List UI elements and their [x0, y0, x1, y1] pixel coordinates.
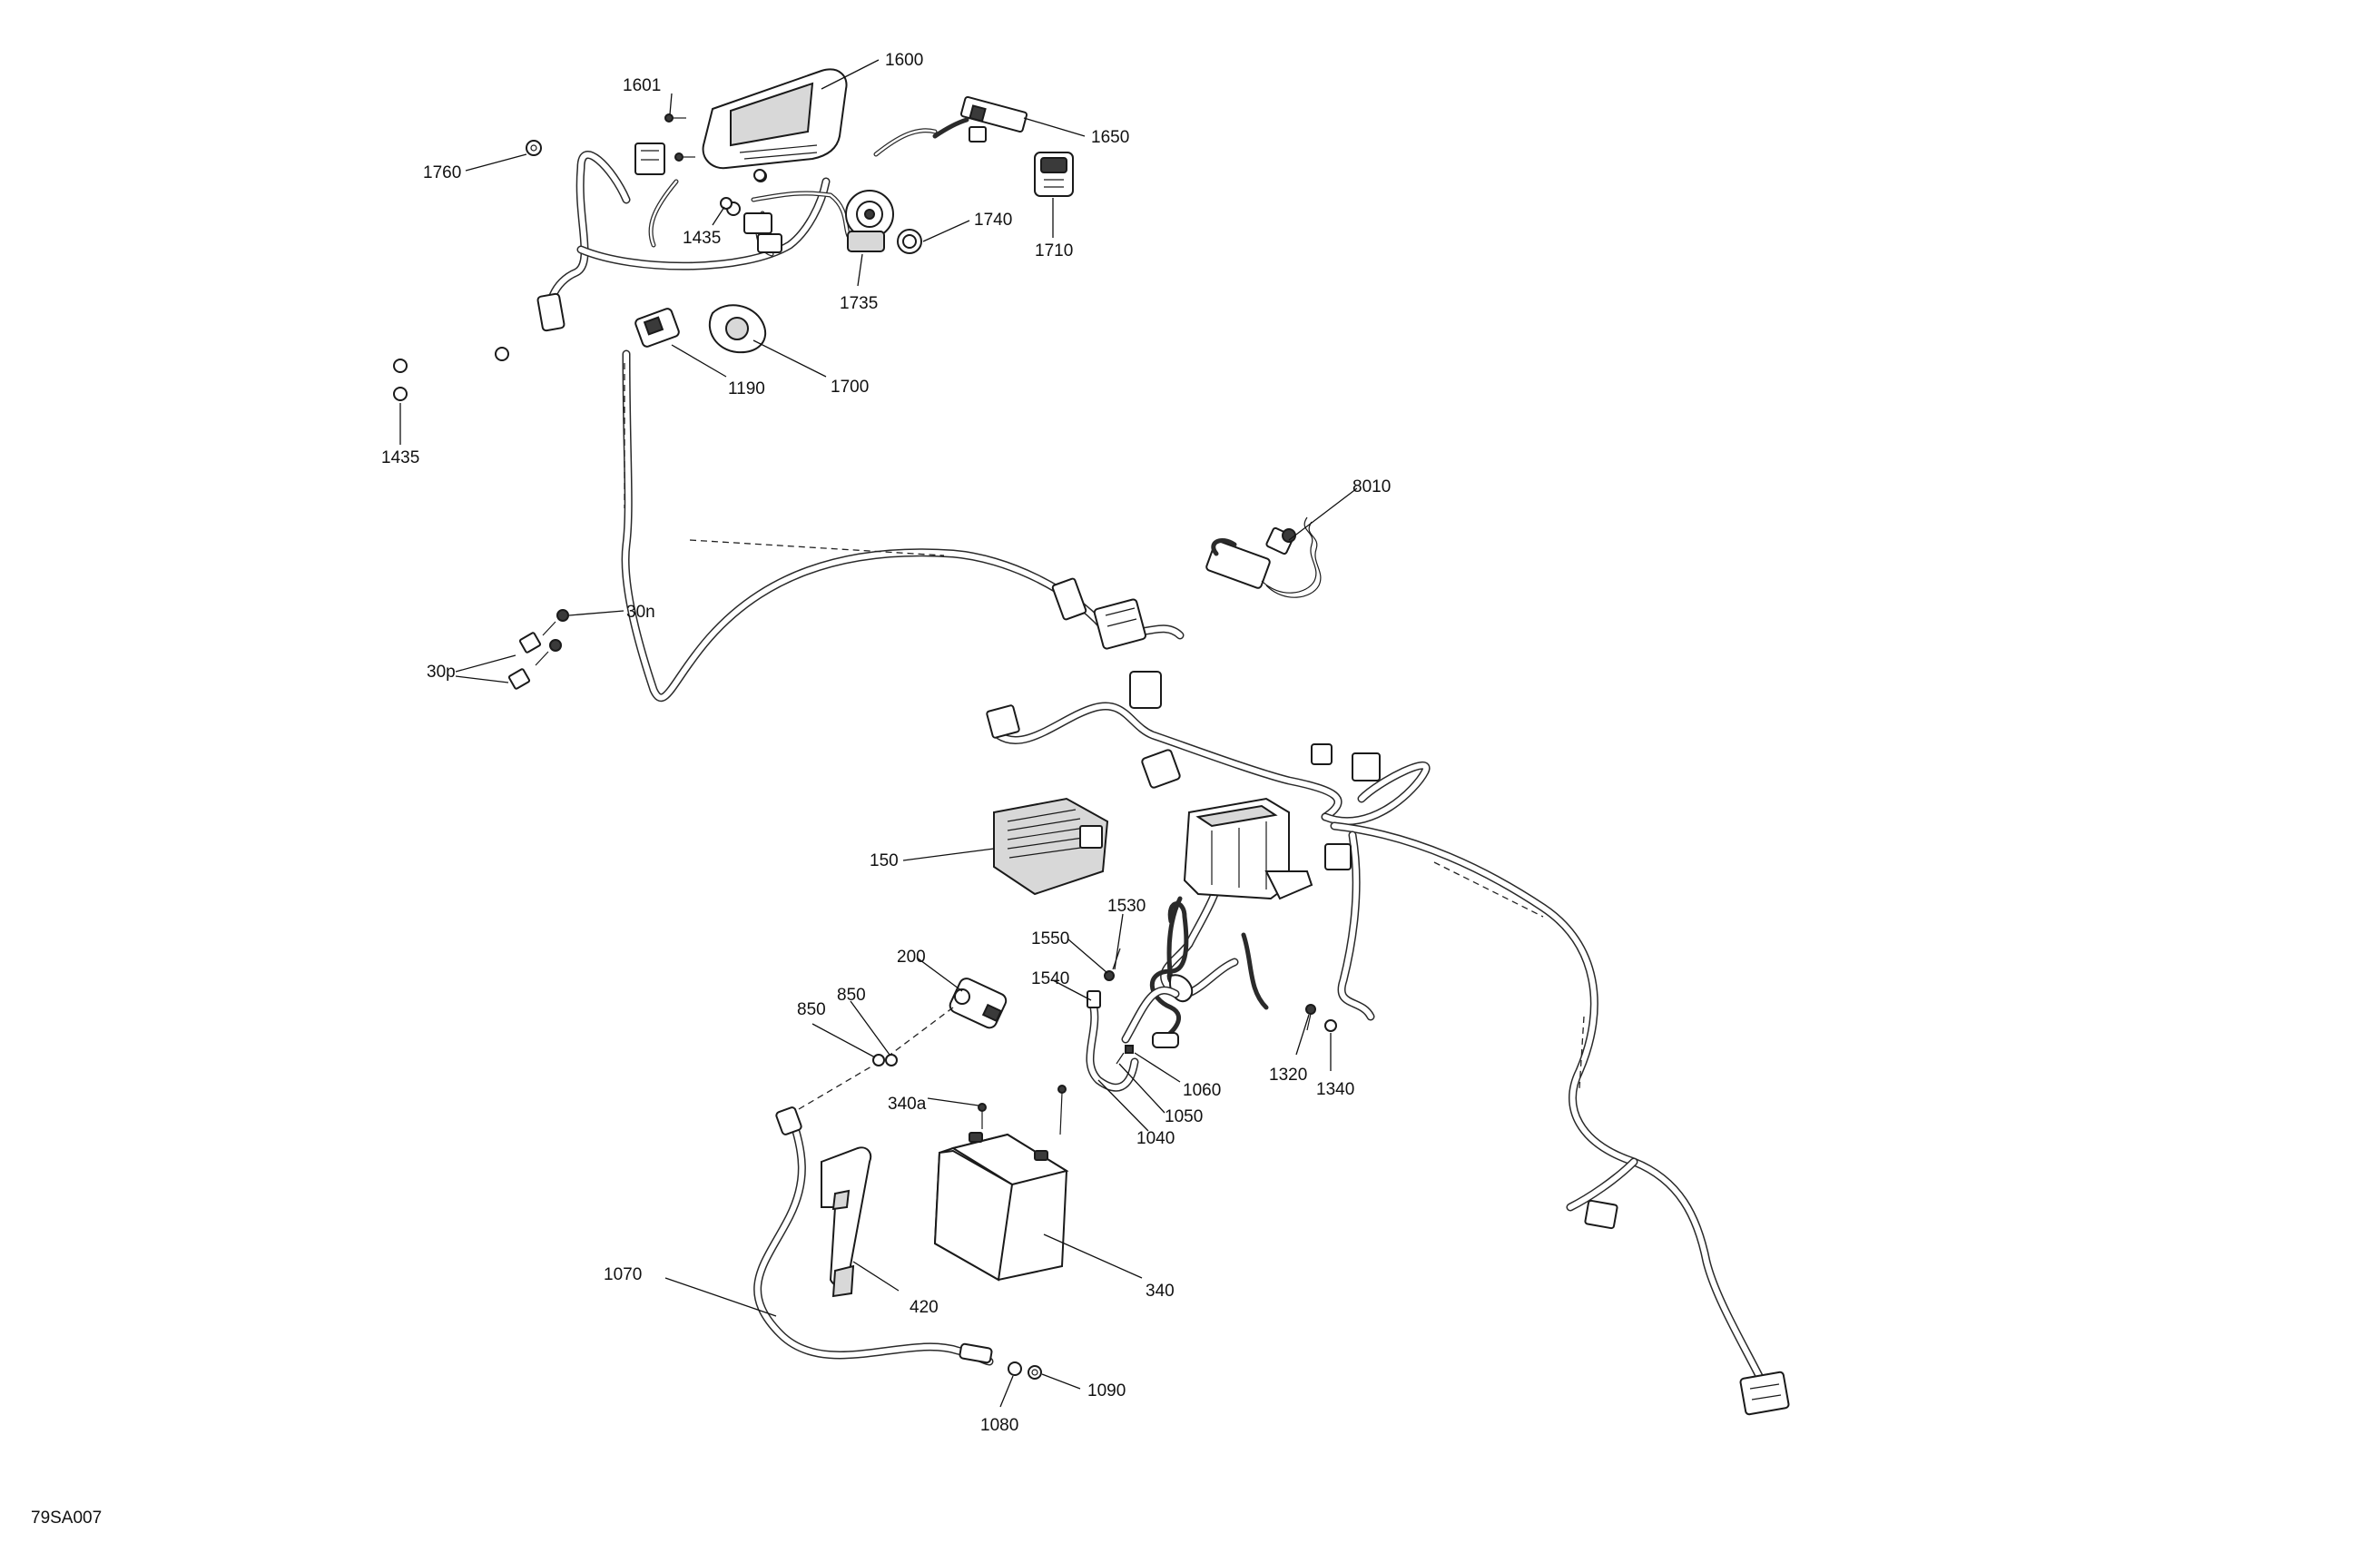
fuse-box	[1183, 797, 1313, 900]
callout-1320: 1320	[1269, 1066, 1307, 1085]
nut-1435-upper	[720, 169, 766, 210]
ground-cable-1530	[1149, 901, 1189, 1048]
callout-1700: 1700	[831, 378, 869, 397]
key-switch-1735	[845, 190, 894, 252]
callout-1540: 1540	[1031, 969, 1069, 988]
callout-1530: 1530	[1107, 897, 1146, 916]
bolt-1060	[1116, 1045, 1134, 1065]
screw-1550	[1104, 948, 1121, 981]
callout-1050: 1050	[1165, 1107, 1203, 1126]
callout-1760: 1760	[423, 163, 461, 182]
figure-id: 79SA007	[31, 1509, 103, 1528]
nut-1760	[526, 140, 542, 156]
harness-connector-cluster-centre	[726, 170, 782, 253]
harness-connector-upper-left	[536, 143, 665, 332]
callout-1435-upper: 1435	[683, 229, 721, 248]
switch-1190	[634, 308, 680, 348]
washer-850	[872, 1054, 898, 1066]
callout-1601: 1601	[623, 76, 661, 95]
callout-1735: 1735	[840, 294, 878, 313]
callout-8010: 8010	[1352, 477, 1391, 496]
lower-wiring-harness	[994, 702, 1765, 1384]
callout-850-right: 850	[837, 986, 866, 1005]
starter-solenoid-200	[880, 978, 1008, 1063]
callout-340: 340	[1146, 1282, 1175, 1301]
multifunction-gauge-1600	[702, 68, 848, 170]
callout-1600: 1600	[885, 51, 923, 70]
voltage-regulator-150	[993, 797, 1109, 896]
switch-1710	[1034, 152, 1074, 197]
harness-connector-bulkhead	[1051, 577, 1146, 650]
gauge-screw-1601	[664, 113, 695, 162]
callout-1060: 1060	[1183, 1081, 1221, 1100]
battery-cable-1070	[753, 1066, 994, 1366]
nut-1090	[1028, 1365, 1042, 1380]
callout-150: 150	[870, 851, 899, 870]
washer-1080	[1008, 1361, 1022, 1376]
callout-1040: 1040	[1136, 1129, 1175, 1148]
tether-cord-8010	[1205, 516, 1322, 598]
callout-1070: 1070	[604, 1265, 642, 1284]
callout-30n: 30n	[626, 603, 655, 622]
callout-1435-lower: 1435	[381, 448, 419, 467]
callout-1650: 1650	[1091, 128, 1129, 147]
battery-bolt-340a	[978, 1085, 1067, 1135]
callout-850-left: 850	[797, 1000, 826, 1019]
callout-30p: 30p	[427, 663, 456, 682]
bolt-30n	[535, 609, 569, 666]
callout-200: 200	[897, 948, 926, 967]
screw-1320	[1305, 1004, 1316, 1031]
battery-340	[933, 1132, 1069, 1282]
callout-1710: 1710	[1035, 241, 1073, 260]
callout-labels: 1600 1601 1650 1760 1435 1740 1710 1735 …	[381, 51, 1391, 1435]
battery-strap-420	[821, 1146, 872, 1298]
retaining-nut-1740	[897, 229, 922, 254]
nut-1435-left	[393, 347, 509, 401]
callout-1080: 1080	[980, 1416, 1018, 1435]
nut-30p	[507, 632, 542, 690]
cable-1540	[1086, 986, 1180, 1092]
callout-1340: 1340	[1316, 1080, 1354, 1099]
callout-1550: 1550	[1031, 929, 1069, 948]
callout-1740: 1740	[974, 211, 1012, 230]
callout-340a: 340a	[888, 1095, 927, 1114]
nut-1340	[1324, 1019, 1337, 1032]
switch-1700	[708, 304, 767, 354]
connector-1650	[932, 95, 1028, 143]
callout-420: 420	[910, 1298, 939, 1317]
callout-1190: 1190	[728, 379, 765, 398]
lower-harness-connectors	[986, 671, 1790, 1416]
callout-1090: 1090	[1087, 1381, 1126, 1400]
leader-lines	[399, 59, 1358, 1408]
